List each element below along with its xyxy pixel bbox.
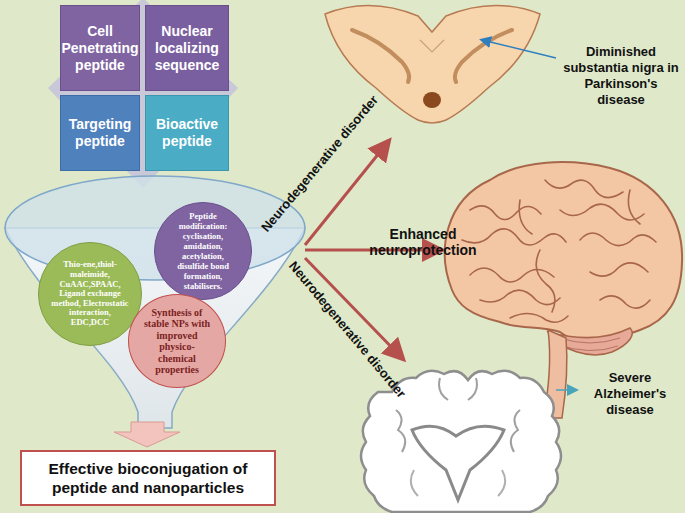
- node-text: Nuclear localizing sequence: [150, 23, 224, 74]
- node-text: Bioactive peptide: [150, 116, 224, 150]
- node-text: Targeting peptide: [65, 116, 135, 150]
- peptide-tile: Bioactive peptide: [145, 95, 229, 171]
- node-text: Synthesis of stable NPs with improved ph…: [141, 307, 213, 376]
- down-arrow: [114, 422, 180, 447]
- method-circle: Peptide modification: cyclisation, amida…: [154, 202, 252, 300]
- method-circle: Synthesis of stable NPs with improved ph…: [128, 294, 226, 388]
- coronal-section: [361, 371, 561, 512]
- lateral-ventricle: [412, 426, 504, 500]
- method-circle: Thio-ene,thiol-maleimide, CuAAC,SPAAC, L…: [38, 242, 142, 346]
- basal-ganglia: [411, 470, 505, 496]
- node-text: Thio-ene,thiol-maleimide, CuAAC,SPAAC, L…: [49, 260, 131, 327]
- annotation-label: Neurodegenerative disorder: [258, 110, 366, 235]
- peptide-tile: Cell Penetrating peptide: [60, 5, 140, 91]
- leader-arrow: [556, 389, 576, 391]
- result-box: Effective bioconjugation of peptide and …: [20, 450, 276, 506]
- peptide-tile: Targeting peptide: [60, 95, 140, 171]
- backdrop-diamond: [48, 0, 238, 188]
- peptide-tile: Nuclear localizing sequence: [145, 5, 229, 91]
- node-text: Cell Penetrating peptide: [62, 23, 139, 74]
- node-text: Effective bioconjugation of peptide and …: [30, 459, 266, 497]
- substantia-nigra: [352, 30, 409, 82]
- annotation-label: Neurodegenerative disorder: [286, 258, 394, 383]
- brain-gyri: [462, 180, 656, 322]
- midbrain: [325, 5, 540, 123]
- annotation-label: Diminished substantia nigra in Parkinson…: [560, 44, 682, 108]
- brain-cerebrum: [445, 162, 682, 342]
- leader-arrow: [482, 40, 556, 58]
- midbrain-line: [420, 40, 444, 52]
- aqueduct: [423, 92, 441, 108]
- annotation-label: Enhanced neuroprotection: [338, 226, 508, 258]
- substantia-nigra: [455, 30, 512, 82]
- node-text: Peptide modification: cyclisation, amida…: [167, 211, 239, 291]
- annotation-label: Severe Alzheimer's disease: [580, 370, 680, 418]
